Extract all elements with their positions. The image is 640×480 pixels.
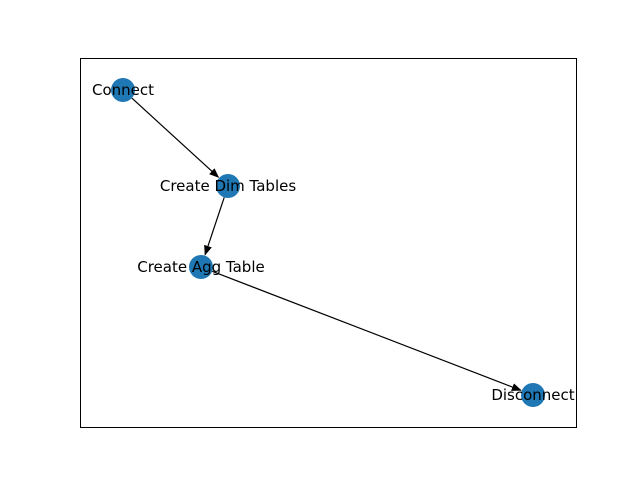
node-label-disconnect: Disconnect [491, 386, 574, 404]
edge-create-agg-table-to-disconnect [211, 270, 522, 391]
node-label-create-agg-table: Create Agg Table [137, 258, 264, 276]
nodes-layer [111, 78, 545, 407]
node-create-agg-table[interactable] [189, 255, 213, 279]
node-label-connect: Connect [92, 81, 154, 99]
edge-connect-to-create-dim-tables [131, 97, 220, 178]
edges-layer [131, 97, 522, 391]
node-label-create-dim-tables: Create Dim Tables [160, 177, 296, 195]
node-connect[interactable] [111, 78, 135, 102]
edge-create-dim-tables-to-create-agg-table [204, 197, 225, 256]
plot-frame [80, 58, 577, 428]
node-create-dim-tables[interactable] [216, 174, 240, 198]
node-disconnect[interactable] [521, 383, 545, 407]
